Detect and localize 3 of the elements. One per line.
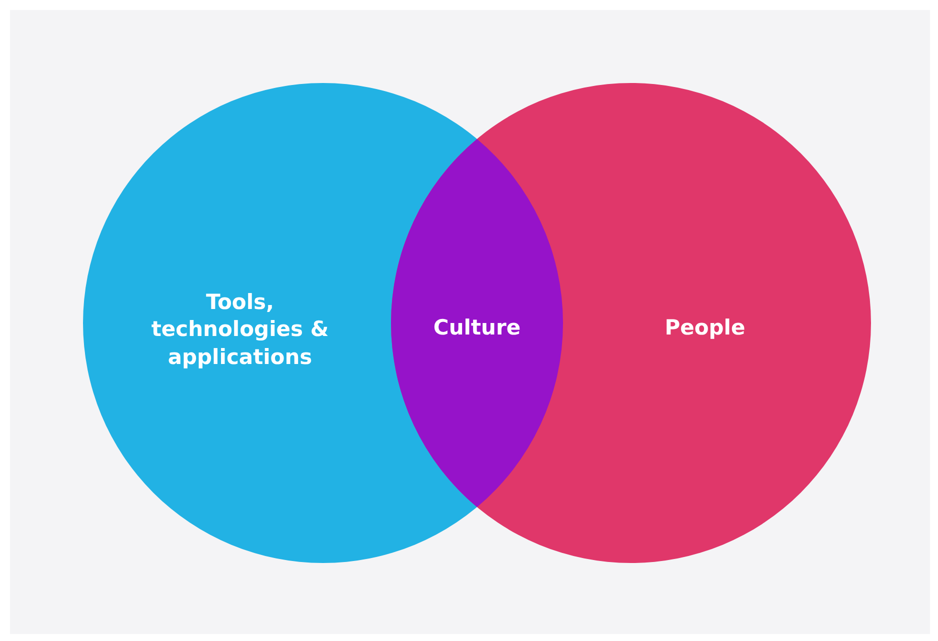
set-label: Culture: [432, 314, 522, 342]
set-label: Tools, technologies & applications: [150, 289, 330, 371]
set-label: People: [664, 314, 746, 342]
